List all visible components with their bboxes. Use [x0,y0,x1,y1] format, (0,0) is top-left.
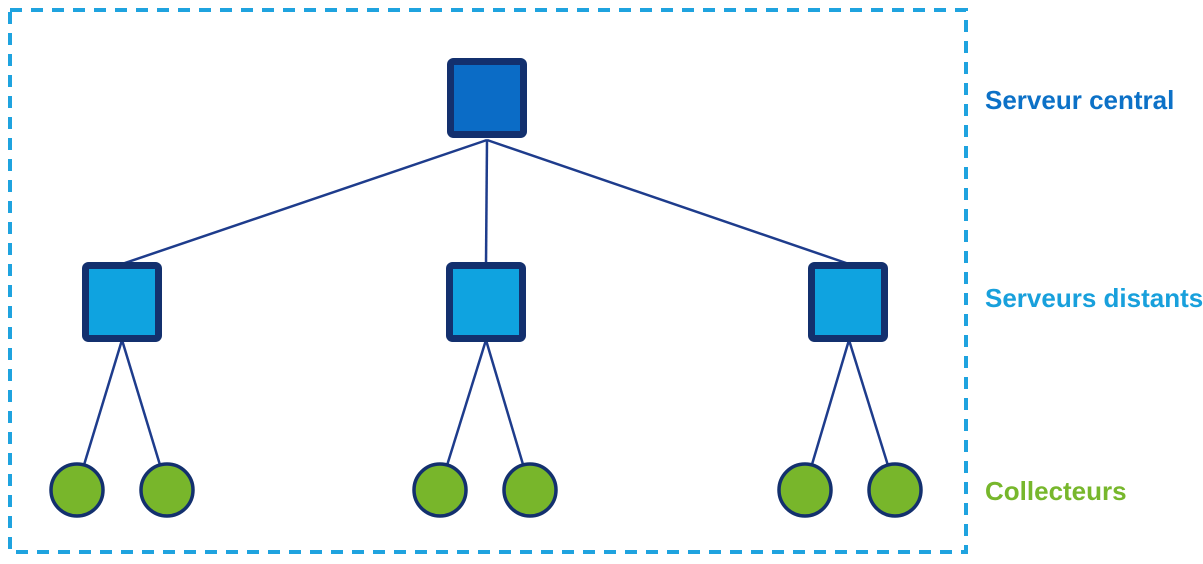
connector-central-to-remote-2 [484,139,489,265]
collector-node-2 [139,462,195,518]
remote-server-node-1 [82,262,162,342]
collector-node-5 [777,462,833,518]
central-server-node [447,58,527,138]
connector-central-to-remote-1 [121,138,488,266]
remote-server-node-2 [446,262,526,342]
remote-server-node-3 [808,262,888,342]
connector-central-to-remote-3 [486,138,850,266]
dashed-frame [8,8,968,554]
collector-node-1 [49,462,105,518]
collector-node-6 [867,462,923,518]
label-serveur-central: Serveur central [985,85,1175,115]
collector-node-3 [412,462,468,518]
label-collecteurs: Collecteurs [985,476,1127,506]
collector-node-4 [502,462,558,518]
label-serveurs-distants: Serveurs distants [985,283,1203,313]
